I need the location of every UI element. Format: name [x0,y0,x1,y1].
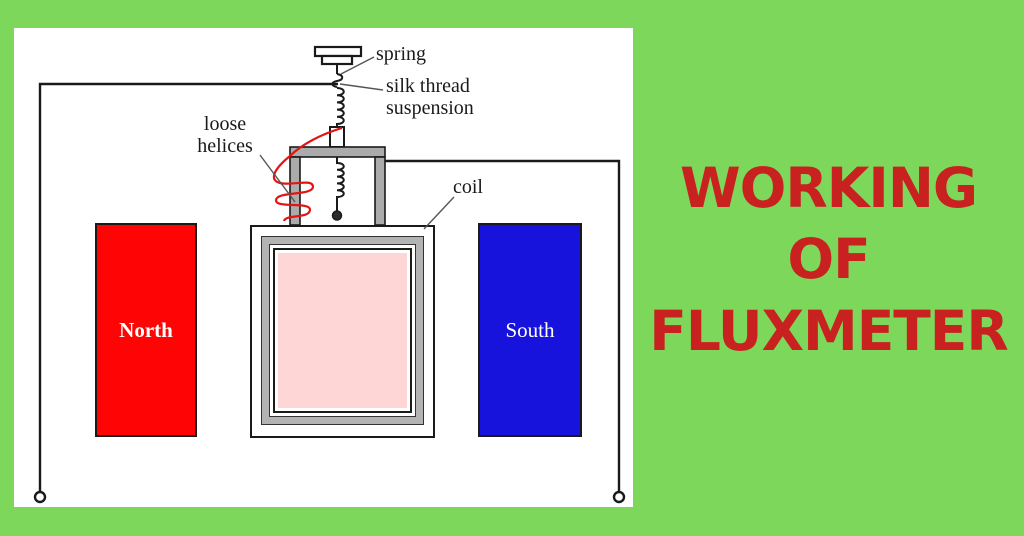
title-line-1: WORKING [679,155,978,220]
loose-helices-label-line2: helices [197,134,253,157]
coil-label: coil [453,176,483,198]
south-magnet: South [478,223,582,437]
page-title: WORKING OF FLUXMETER [633,130,1024,390]
silk-thread-label: silk thread suspension [386,75,474,119]
north-magnet: North [95,223,197,437]
coil-former [250,225,435,438]
coil-gray-frame [261,236,424,425]
silk-thread-label-line1: silk thread [386,75,470,97]
coil-inner-gap [269,244,416,417]
loose-helices-label-line1: loose [203,113,247,135]
title-line-2: OF [787,227,870,292]
coil-core [278,253,407,408]
south-magnet-label: South [505,317,555,342]
coil-winding-ring [273,248,412,413]
loose-helices-label: loose helices [190,113,260,157]
title-line-3: FLUXMETER [649,298,1008,363]
spring-label: spring [376,43,426,65]
north-magnet-label: North [119,317,173,342]
silk-thread-label-line2: suspension [386,96,474,119]
